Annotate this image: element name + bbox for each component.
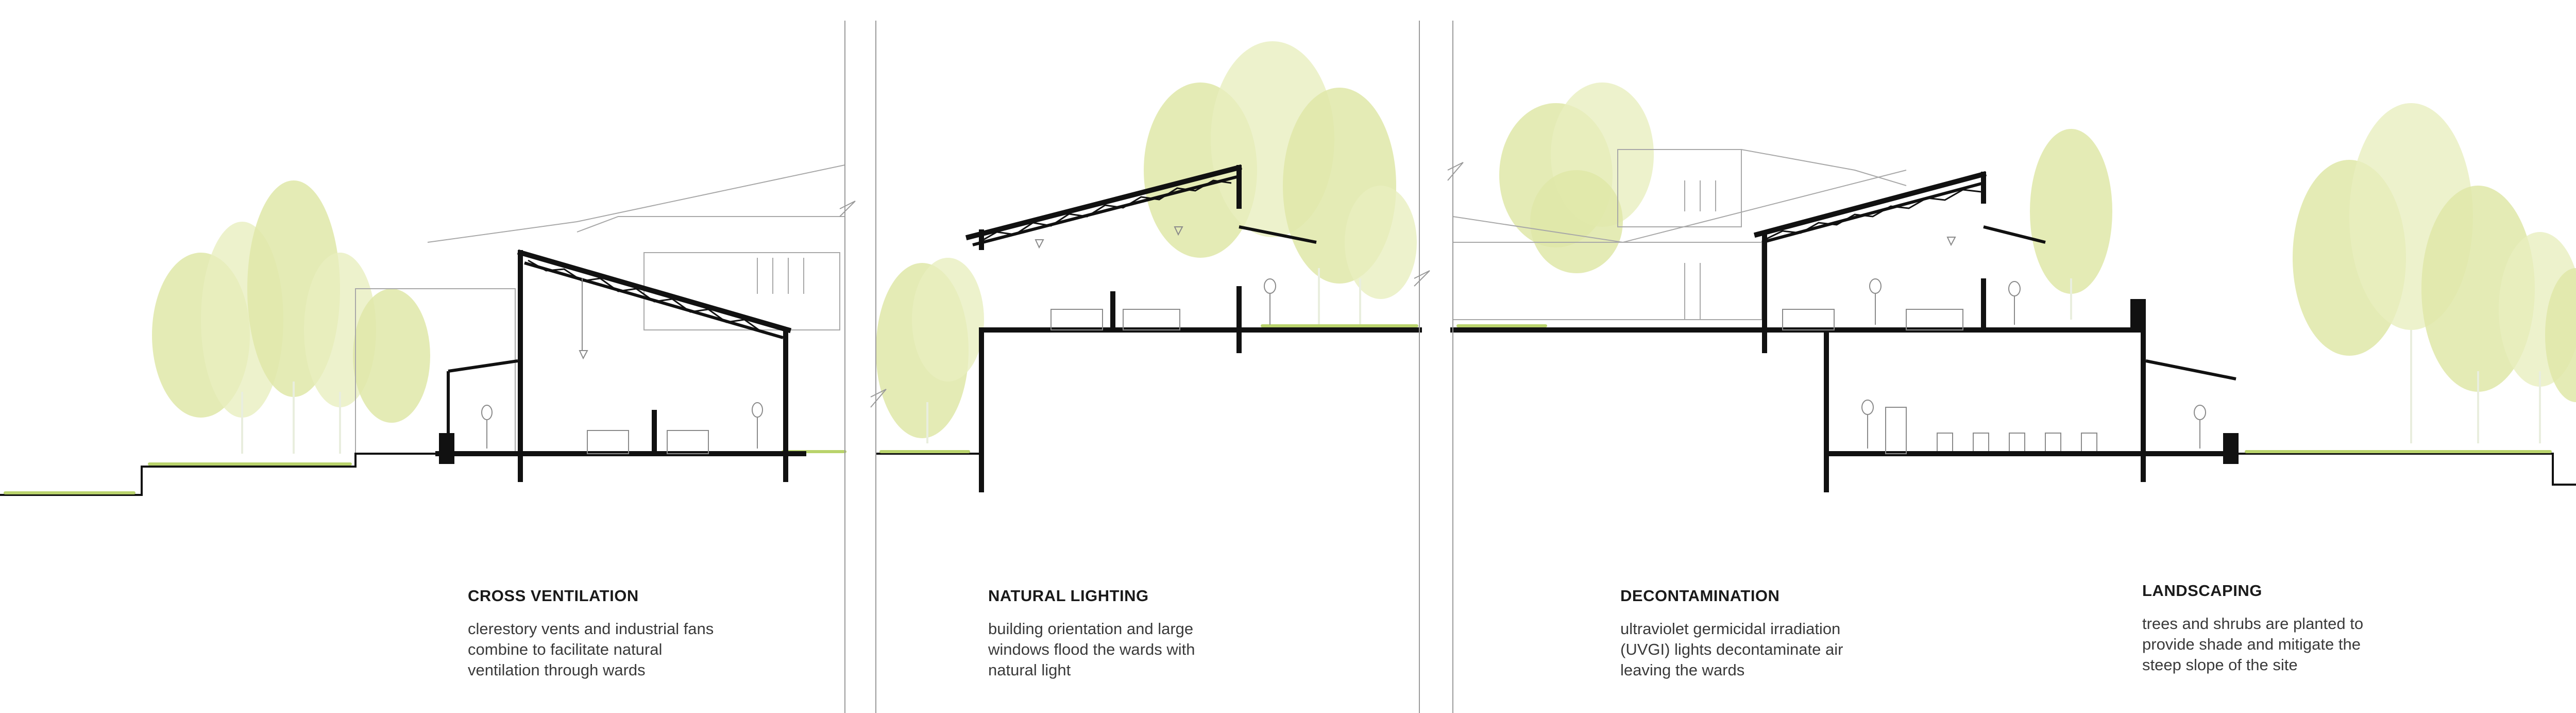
waiting-chairs (1937, 433, 2097, 451)
caption-title: LANDSCAPING (2142, 582, 2262, 600)
caption-title: NATURAL LIGHTING (988, 587, 1149, 605)
caption-line: clerestory vents and industrial fans (468, 620, 714, 638)
tree-cluster-center-right (1499, 82, 1654, 273)
caption-line: combine to facilitate natural (468, 640, 663, 658)
caption-title: CROSS VENTILATION (468, 587, 639, 605)
caption-line: ultraviolet germicidal irradiation (1620, 620, 1841, 638)
caption-line: leaving the wards (1620, 661, 1745, 679)
caption-line: provide shade and mitigate the (2142, 635, 2361, 653)
ground-profile (0, 453, 2576, 496)
background-building-left (355, 164, 845, 454)
caption-line: (UVGI) lights decontaminate air (1620, 640, 1843, 658)
caption-line: ventilation through wards (468, 661, 646, 679)
caption-line: windows flood the wards with (988, 640, 1195, 658)
tree-cluster-right (2293, 103, 2576, 443)
caption-line: natural light (988, 661, 1071, 679)
caption-line: steep slope of the site (2142, 656, 2298, 674)
caption-cross-ventilation: CROSS VENTILATION clerestory vents and i… (468, 587, 756, 681)
caption-natural-lighting: NATURAL LIGHTING building orientation an… (988, 587, 1277, 681)
section-cross-ventilation (435, 249, 806, 482)
background-building-right (1452, 149, 1907, 320)
section-decontamination (1450, 171, 2239, 492)
caption-decontamination: DECONTAMINATION ultraviolet germicidal i… (1620, 587, 1909, 681)
section-dividers (839, 21, 1464, 713)
tree-cluster-left (152, 180, 430, 454)
caption-landscaping: LANDSCAPING trees and shrubs are planted… (2142, 582, 2431, 675)
section-natural-lighting (965, 164, 1422, 492)
tree-cluster-center-left (876, 258, 984, 443)
caption-line: building orientation and large (988, 620, 1194, 638)
tree-cluster-center (1144, 41, 1417, 325)
grass-strips (4, 324, 2552, 494)
caption-line: trees and shrubs are planted to (2142, 615, 2364, 633)
caption-title: DECONTAMINATION (1620, 587, 1780, 605)
tree-cluster-right-small (2030, 129, 2112, 320)
